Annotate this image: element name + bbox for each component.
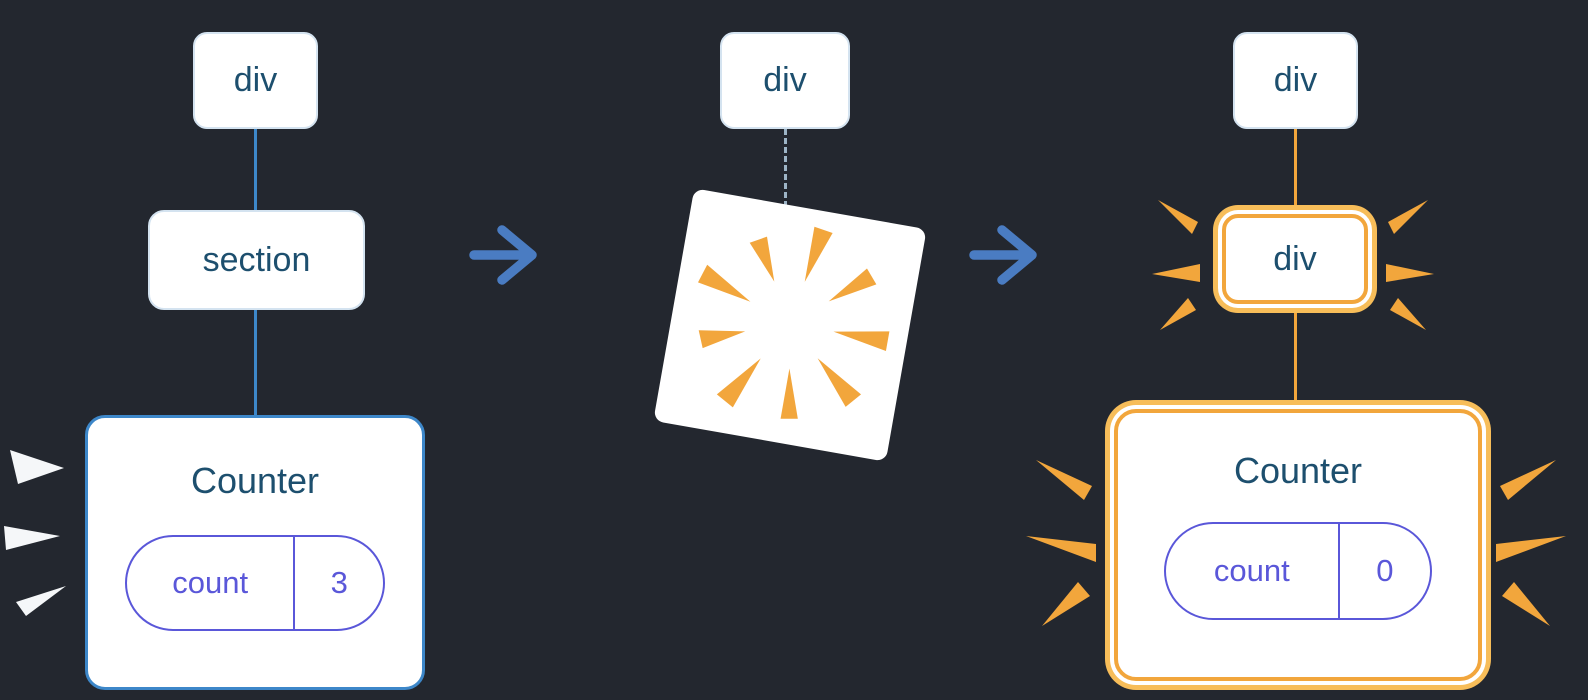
tree-node-label: section [202, 240, 311, 279]
counter-title: Counter [190, 460, 320, 501]
tree-node-label: div [1273, 61, 1318, 99]
tree-node-label: div [1273, 239, 1317, 278]
burst-icon [1386, 200, 1434, 330]
arrow-right-icon [469, 225, 537, 285]
poof-burst-rays [698, 226, 890, 419]
state-pill: count 0 [1164, 522, 1432, 620]
burst-icon [1152, 200, 1200, 330]
tree-connector-line [254, 310, 257, 415]
counter-component-after: Counter count 0 [1114, 409, 1482, 681]
tree-connector-line [254, 129, 257, 210]
state-value: 3 [330, 565, 348, 600]
counter-component-before: Counter count 3 [85, 415, 425, 690]
state-key: count [1166, 524, 1340, 618]
tree-node-root-before: div [193, 32, 318, 129]
poof-icon [653, 188, 927, 462]
tree-node-root-after: div [1233, 32, 1358, 129]
arrow-right-icon [969, 225, 1037, 285]
state-value: 0 [1376, 553, 1394, 588]
burst-icon [1026, 460, 1096, 626]
state-pill: count 3 [125, 535, 385, 631]
tree-node-child-after: div [1222, 214, 1368, 304]
state-key: count [127, 537, 296, 629]
tree-node-label: div [763, 61, 807, 99]
tree-connector-line [1294, 129, 1297, 214]
tree-node-child-before: section [148, 210, 365, 310]
burst-icon [1496, 460, 1566, 626]
counter-title: Counter [1233, 450, 1363, 491]
tree-node-root-middle: div [720, 32, 850, 129]
dashed-connector-line [784, 129, 787, 207]
tree-node-label: div [233, 61, 278, 99]
burst-icon [4, 450, 66, 616]
tree-connector-line [1294, 313, 1297, 409]
